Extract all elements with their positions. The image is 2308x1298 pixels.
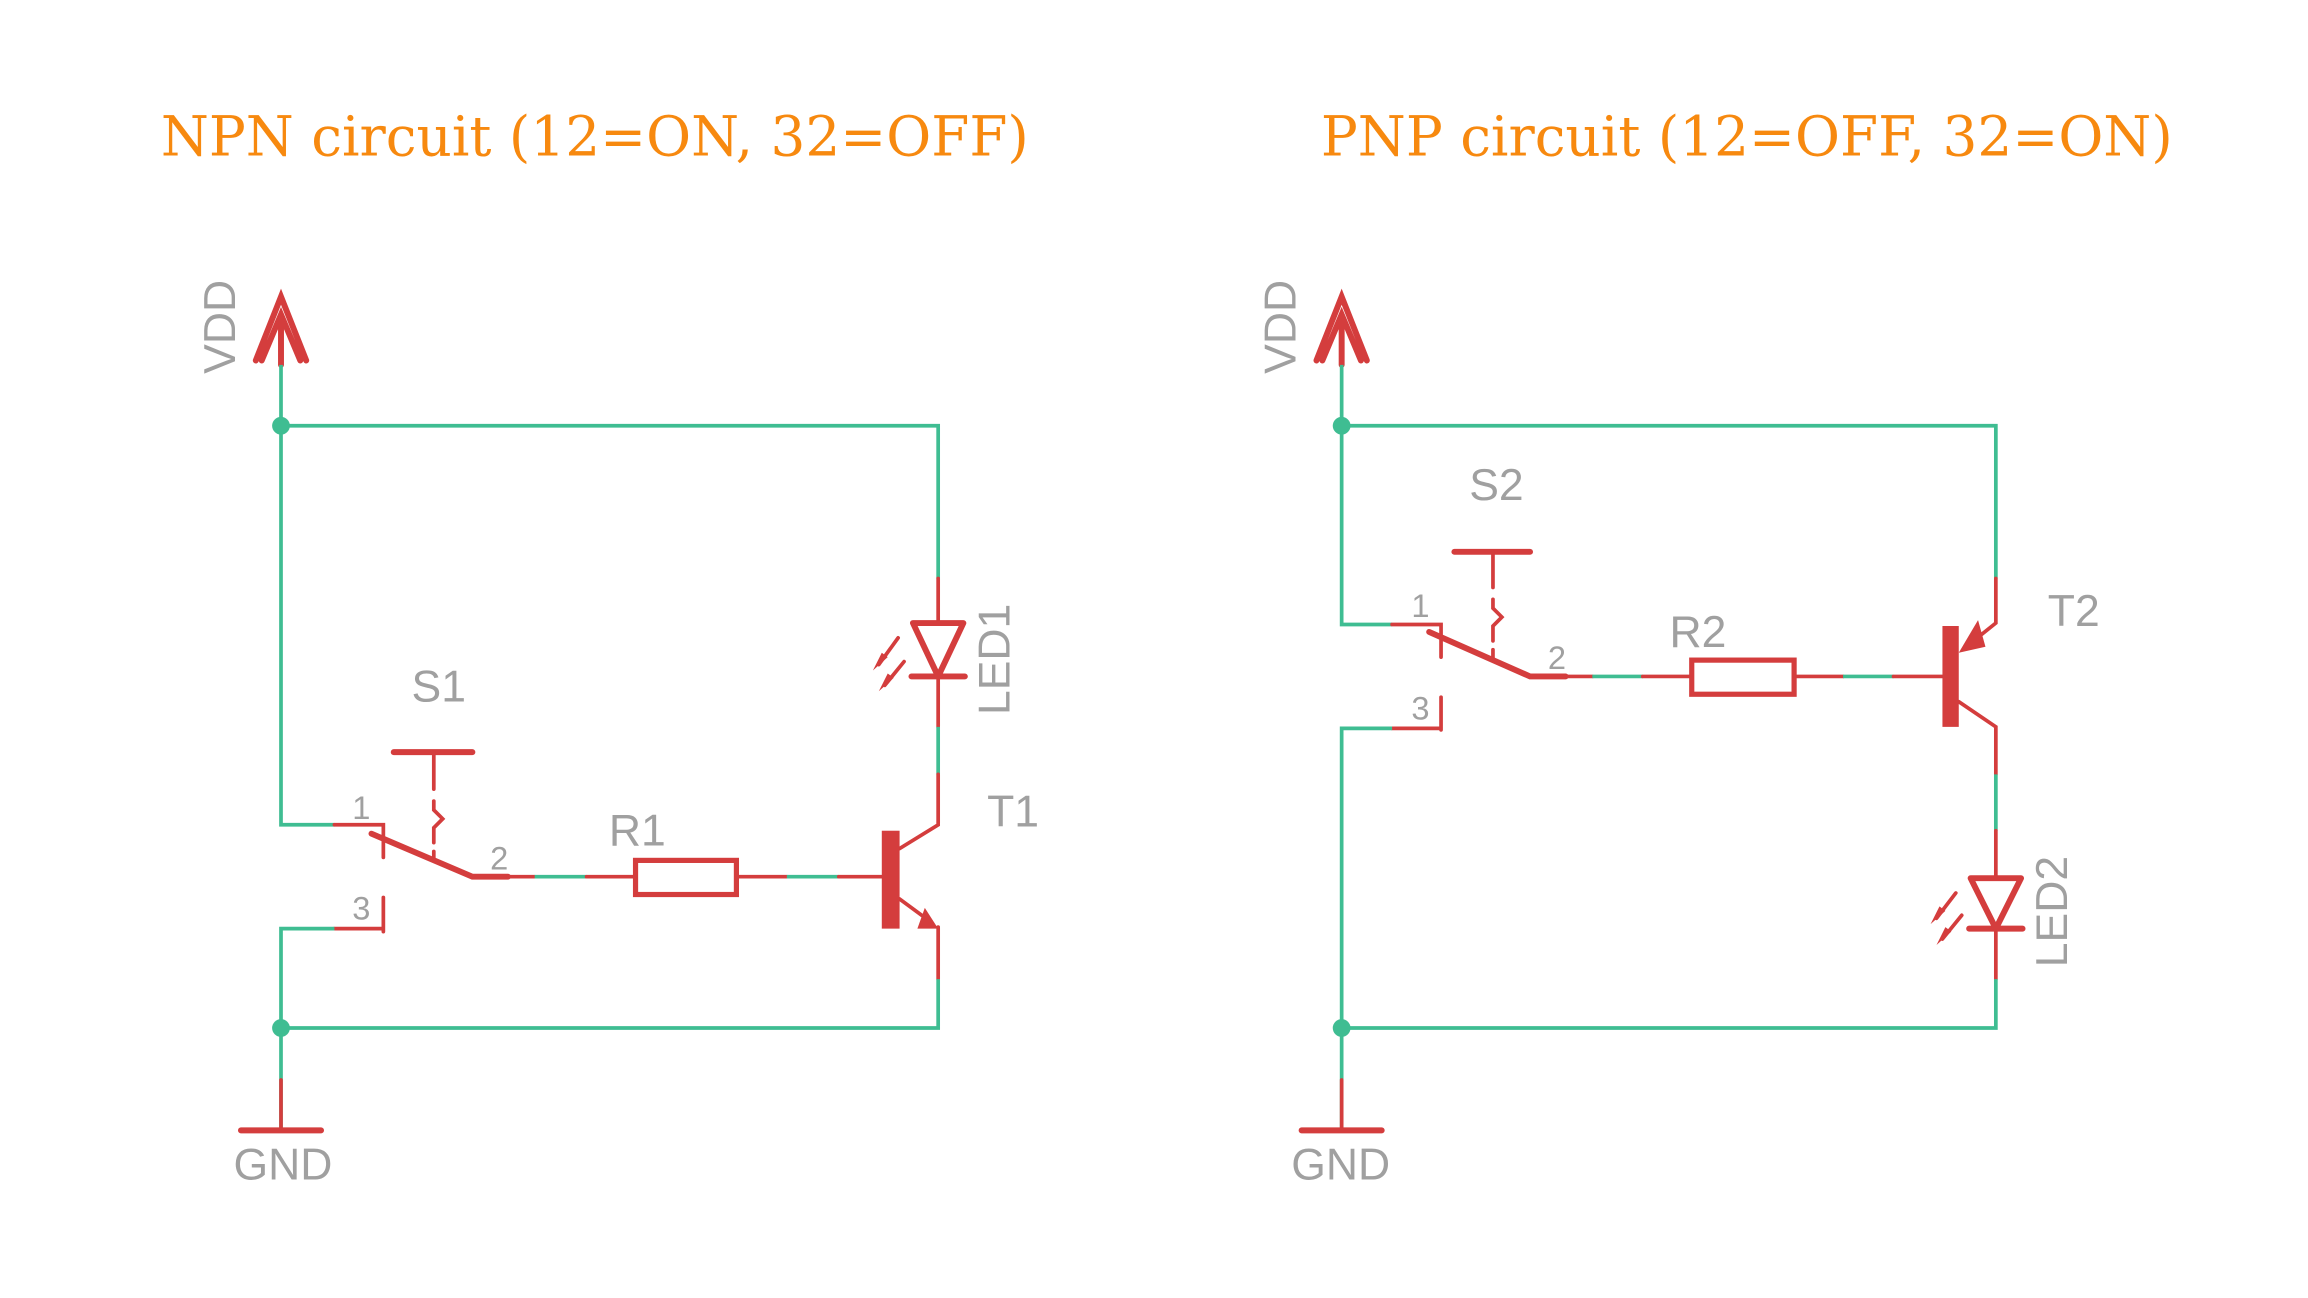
vdd-symbol: VDD [1257,280,1370,374]
t1-label: T1 [987,787,1039,836]
s2-switch: S2 1 2 3 [1390,461,1569,732]
t2-label: T2 [2048,587,2100,636]
gnd-symbol: GND [1291,1078,1390,1189]
pin-1: 1 [352,789,370,826]
vdd-symbol: VDD [196,280,310,374]
s1-label: S1 [412,663,466,712]
led2: LED2 [1930,828,2077,981]
led1: LED1 [872,576,1019,729]
junction-dot [1332,416,1351,435]
gnd-label: GND [234,1140,333,1189]
t1-transistor: T1 [836,772,1039,981]
vdd-label: VDD [1257,280,1306,374]
pnp-title: PNP circuit (12=OFF, 32=ON) [1321,105,2173,169]
r2-label: R2 [1669,608,1726,657]
junction-dot [1332,1019,1351,1037]
led1-label: LED1 [970,604,1019,715]
npn-circuit: VDD LED1 S1 1 2 3 R1 [196,280,1039,1189]
r2-resistor: R2 [1640,608,1845,697]
led2-label: LED2 [2028,856,2077,967]
pin-3: 3 [1411,689,1429,726]
s2-label: S2 [1469,461,1523,510]
pin-2: 2 [1548,639,1566,676]
junction-dot [272,416,290,435]
npn-title: NPN circuit (12=ON, 32=OFF) [161,105,1029,169]
t2-transistor: T2 [1891,576,2100,777]
pin-1: 1 [1411,587,1429,624]
pnp-circuit: VDD S2 1 2 3 R2 T2 [1257,280,2100,1189]
s1-switch: S1 1 2 3 [332,663,511,934]
r1-resistor: R1 [584,807,789,898]
pin-3: 3 [352,890,370,927]
junction-dot [272,1019,290,1037]
pin-2: 2 [490,839,508,876]
vdd-label: VDD [196,280,245,374]
gnd-label: GND [1291,1140,1390,1189]
gnd-symbol: GND [234,1078,333,1189]
r1-label: R1 [609,807,666,856]
